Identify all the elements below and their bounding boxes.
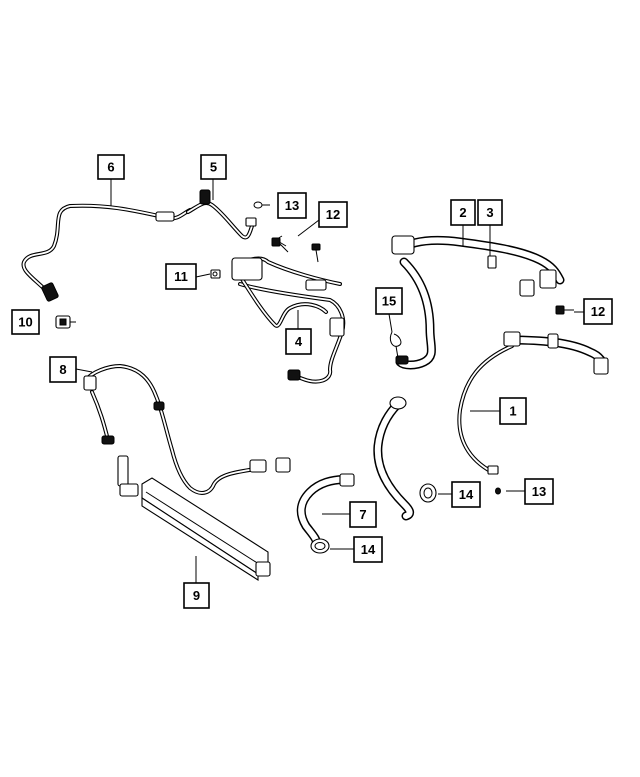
svg-text:14: 14 [459,487,474,502]
callout-9: 9 [183,582,210,609]
part-8-cooler-line [83,364,291,495]
callout-10: 10 [11,309,40,335]
callout-14-upper: 14 [451,481,481,508]
part-11-fitting [210,269,221,279]
callout-12-right: 12 [583,298,613,325]
part-12-bolt-right [555,305,574,315]
svg-text:11: 11 [174,269,188,284]
svg-text:8: 8 [59,362,66,377]
part-10-clip [55,315,71,329]
svg-text:2: 2 [459,205,466,220]
svg-text:9: 9 [193,588,200,603]
callout-12-upper: 12 [318,201,348,228]
part-1-return-hose [457,331,609,475]
part-9-oil-cooler [117,455,271,582]
callout-11: 11 [165,263,197,290]
svg-text:13: 13 [532,484,546,499]
leader-lines [70,179,584,583]
part-2-3-pressure-hose [391,235,565,370]
svg-text:4: 4 [295,334,303,349]
part-14-clamp-upper [419,483,437,503]
part-4-cooler-line-assembly [231,256,346,384]
part-13-o-ring-upper [253,201,263,209]
part-14-clamp-lower [310,538,330,554]
part-7-reservoir-hose [296,396,415,549]
svg-text:10: 10 [18,315,32,330]
callout-15: 15 [375,287,403,315]
callout-3: 3 [477,199,503,226]
part-15-sensor [389,331,402,359]
svg-text:12: 12 [326,207,340,222]
svg-text:14: 14 [361,542,376,557]
svg-text:15: 15 [382,294,396,309]
svg-text:13: 13 [285,198,299,213]
part-6-return-tube [21,203,192,302]
callout-2: 2 [450,199,476,226]
svg-text:6: 6 [107,160,114,175]
svg-text:7: 7 [359,507,366,522]
part-5-tube-bracket [186,189,257,240]
callout-14-lower: 14 [353,536,383,563]
svg-text:3: 3 [486,205,493,220]
callout-13-lower: 13 [524,478,554,505]
callout-7: 7 [349,501,377,528]
svg-text:1: 1 [509,404,516,419]
callout-4: 4 [285,328,312,355]
callout-8: 8 [49,356,77,383]
svg-text:12: 12 [591,304,605,319]
svg-text:5: 5 [210,160,217,175]
callout-1: 1 [499,397,527,425]
part-13-o-ring-lower [495,487,501,495]
callout-5: 5 [200,154,227,180]
callout-13-upper: 13 [277,192,307,219]
part-12-bolts-upper [271,235,321,263]
callout-6: 6 [97,154,125,180]
